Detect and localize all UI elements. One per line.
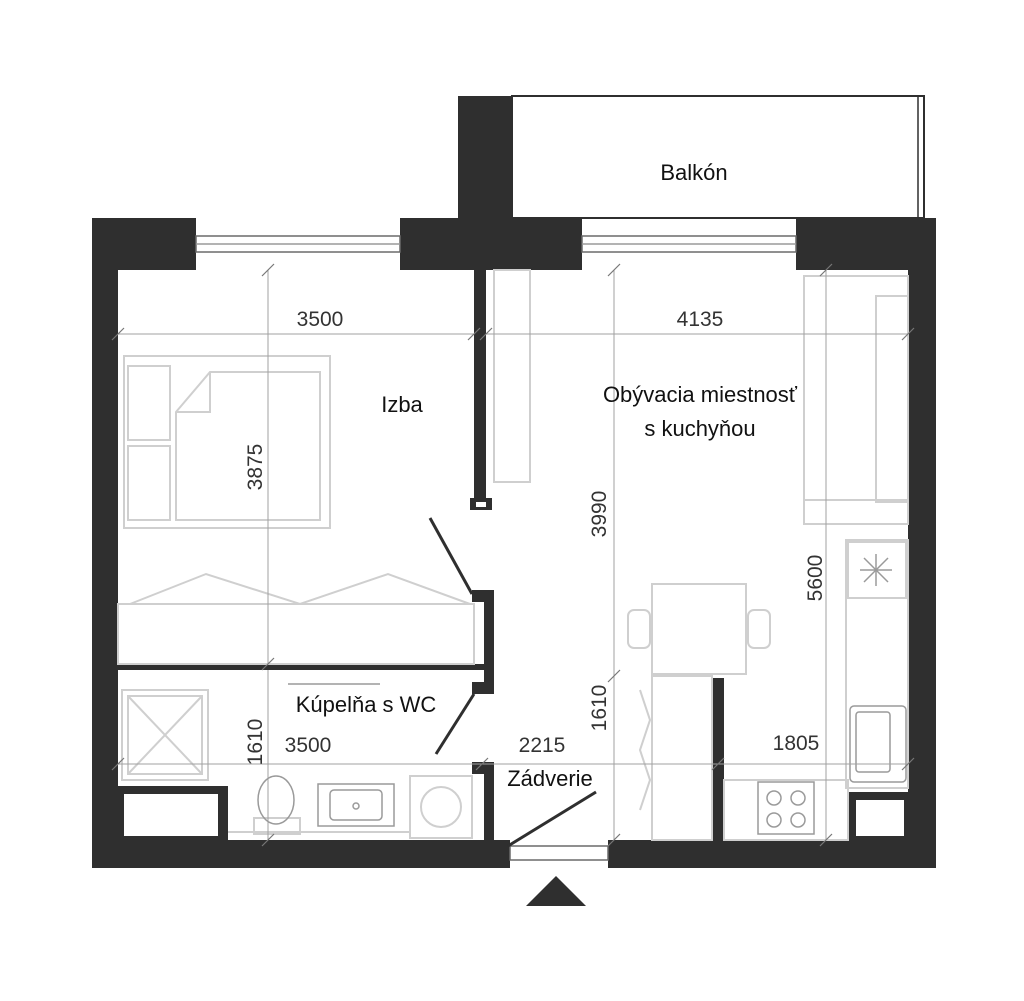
dim-bedroom-depth: 3875 (244, 444, 267, 491)
dim-bedroom-width: 3500 (297, 308, 344, 331)
balcony (511, 95, 925, 219)
windows (195, 235, 797, 861)
dim-living-depth: 3990 (588, 491, 611, 538)
doors (428, 517, 597, 848)
entrance-arrow-icon (526, 876, 586, 906)
room-label-hall: Zádverie (507, 766, 593, 791)
furniture (117, 269, 909, 841)
dim-hall-depth: 1610 (588, 685, 611, 732)
room-label-living-1: Obývacia miestnosť (603, 382, 798, 407)
dim-bath-depth: 1610 (244, 719, 267, 766)
dimension-lines (111, 263, 915, 847)
dim-hall-width: 2215 (519, 734, 566, 757)
dim-kitchen-width: 1805 (773, 732, 820, 755)
room-label-bedroom: Izba (381, 392, 423, 417)
dim-kitchen-length: 5600 (804, 555, 827, 602)
room-label-bathroom: Kúpelňa s WC (296, 692, 437, 717)
room-label-living-2: s kuchyňou (644, 416, 755, 441)
dim-bath-width: 3500 (285, 734, 332, 757)
walls (92, 96, 936, 868)
dim-living-width: 4135 (677, 308, 724, 331)
room-label-balcony: Balkón (660, 160, 727, 185)
